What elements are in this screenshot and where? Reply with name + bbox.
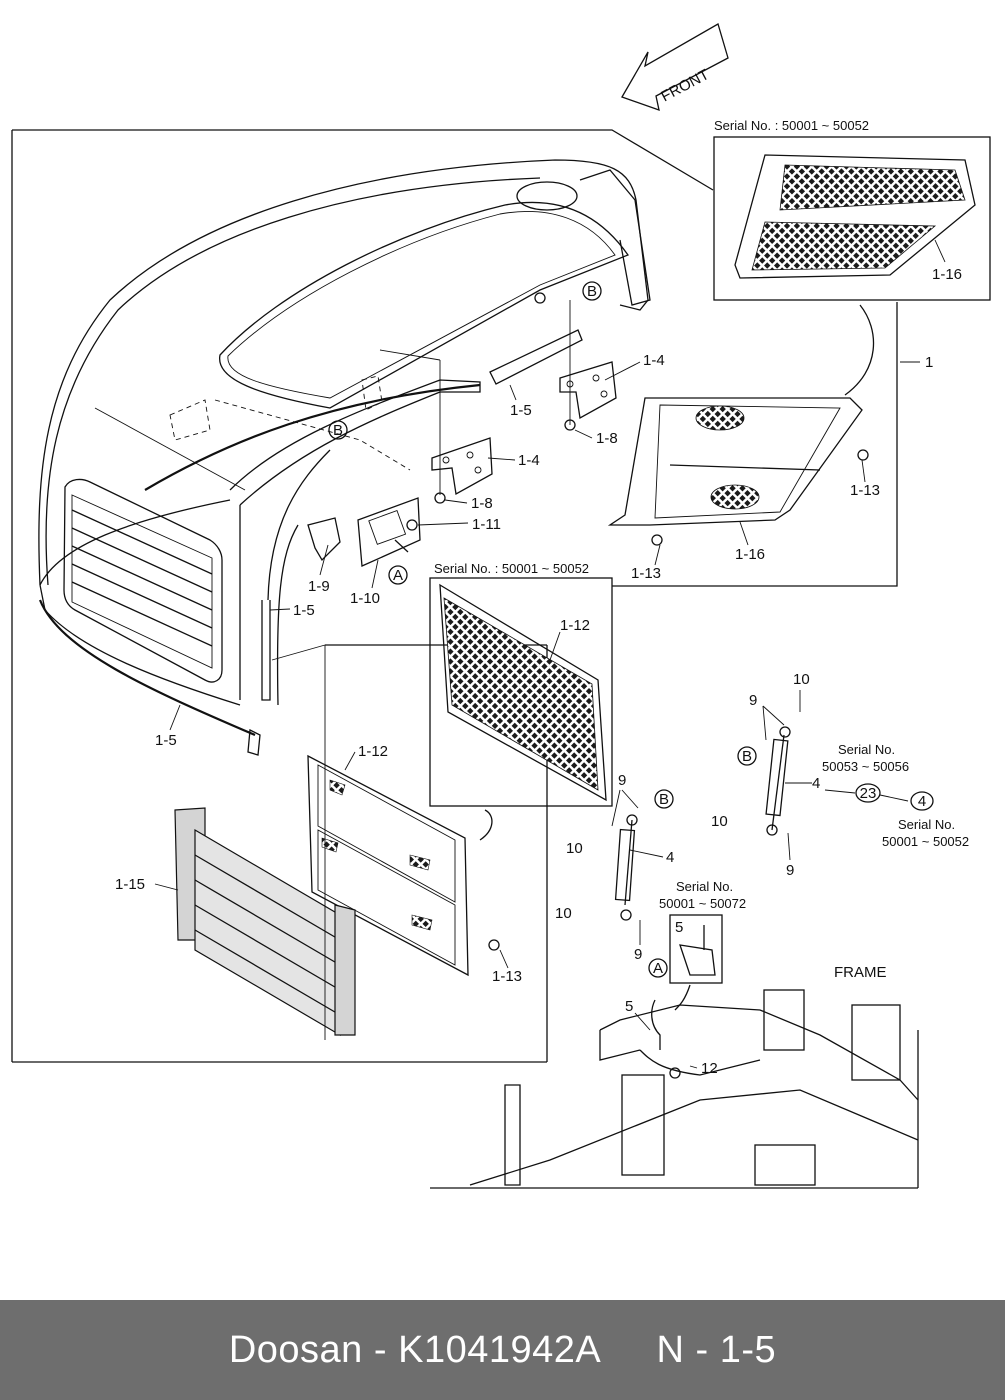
ref-circle-b-hinge: B — [582, 281, 602, 301]
label-9: 9 — [618, 772, 626, 789]
label-1-8: 1-8 — [471, 495, 493, 512]
side-cover-panel — [607, 397, 869, 546]
ref-circle-b-strut-right: B — [737, 746, 757, 766]
footer-banner: Doosan - K1041942A N - 1-5 — [0, 1300, 1005, 1400]
label-1-13: 1-13 — [631, 565, 661, 582]
label-1-15: 1-15 — [115, 876, 145, 893]
label-4: 4 — [812, 775, 820, 792]
screen-panel — [307, 754, 500, 977]
label-1-10: 1-10 — [350, 590, 380, 607]
serial-strut-a-2: 50053 ~ 50056 — [822, 759, 909, 774]
serial-strut-a-1: Serial No. — [838, 742, 895, 757]
serial-screen: Serial No. : 50001 ~ 50052 — [434, 561, 589, 576]
front-direction-arrow: FRONT — [621, 23, 729, 111]
hood-louver-grille — [63, 478, 223, 683]
svg-text:4: 4 — [918, 793, 926, 810]
label-1-16: 1-16 — [735, 546, 765, 563]
label-1-5: 1-5 — [155, 732, 177, 749]
label-1-8: 1-8 — [596, 430, 618, 447]
serial-notes: Serial No. : 50001 ~ 50052 Serial No. : … — [434, 118, 969, 911]
footer-brand: Doosan — [228, 1328, 363, 1371]
label-1-5: 1-5 — [510, 402, 532, 419]
serial-strut-b-2: 50001 ~ 50052 — [882, 834, 969, 849]
seal-strips — [144, 329, 583, 706]
label-10: 10 — [566, 840, 583, 857]
gas-strut-right — [765, 726, 791, 836]
footer-reference: N - 1-5 — [656, 1328, 777, 1371]
screen-inset — [429, 577, 613, 841]
ref-circle-part-23: 23 — [855, 783, 881, 803]
label-1-11: 1-11 — [472, 516, 501, 533]
svg-text:B: B — [742, 748, 752, 765]
label-1-12: 1-12 — [358, 743, 388, 760]
label-1-12: 1-12 — [560, 617, 590, 634]
ref-circle-b-hood: B — [328, 420, 348, 440]
label-9: 9 — [786, 862, 794, 879]
ref-circle-a-latch: A — [388, 565, 408, 585]
front-label: FRONT — [658, 66, 712, 105]
label-10: 10 — [793, 671, 810, 688]
svg-text:23: 23 — [860, 785, 877, 802]
label-12: 12 — [701, 1060, 718, 1077]
serial-bracket-1: Serial No. — [676, 879, 733, 894]
label-9: 9 — [749, 692, 757, 709]
svg-text:B: B — [333, 422, 343, 439]
label-1-5: 1-5 — [293, 602, 315, 619]
label-10: 10 — [555, 905, 572, 922]
gas-strut-left — [614, 814, 638, 921]
serial-top-grille: Serial No. : 50001 ~ 50052 — [714, 118, 869, 133]
serial-strut-b-1: Serial No. — [898, 817, 955, 832]
label-1-4: 1-4 — [518, 452, 540, 469]
label-1-13: 1-13 — [850, 482, 880, 499]
svg-text:A: A — [653, 960, 663, 977]
ref-circle-part-4: 4 — [910, 791, 934, 811]
hinge-assembly — [431, 292, 617, 504]
label-5: 5 — [675, 919, 683, 936]
leader-lines — [154, 239, 946, 1069]
svg-text:B: B — [587, 283, 597, 300]
label-4: 4 — [666, 849, 674, 866]
label-9: 9 — [634, 946, 642, 963]
top-grille-inset — [713, 136, 991, 396]
footer-part-number: K1041942A — [398, 1328, 602, 1371]
ref-circle-b-strut-left: B — [654, 789, 674, 809]
callout-labels: 1 1-4 1-4 1-5 1-5 1-5 1-8 1-8 1-9 1-10 1… — [115, 266, 962, 1077]
svg-text:B: B — [659, 791, 669, 808]
oil-cooler — [174, 807, 356, 1037]
frame-label: FRAME — [834, 964, 887, 981]
hood-latch — [307, 497, 421, 567]
svg-text:A: A — [393, 567, 403, 584]
label-1-9: 1-9 — [308, 578, 330, 595]
label-5: 5 — [625, 998, 633, 1015]
parts-diagram: FRONT — [11, 23, 991, 1189]
label-10: 10 — [711, 813, 728, 830]
label-1-13: 1-13 — [492, 968, 522, 985]
ref-circle-a-bracket: A — [648, 958, 668, 978]
label-1-4: 1-4 — [643, 352, 665, 369]
engine-hood — [38, 159, 651, 756]
footer-separator: - — [373, 1328, 388, 1371]
label-1: 1 — [925, 354, 933, 371]
label-1-16: 1-16 — [932, 266, 962, 283]
bracket-inset — [669, 914, 723, 1011]
serial-bracket-2: 50001 ~ 50072 — [659, 896, 746, 911]
machine-frame — [430, 989, 919, 1189]
